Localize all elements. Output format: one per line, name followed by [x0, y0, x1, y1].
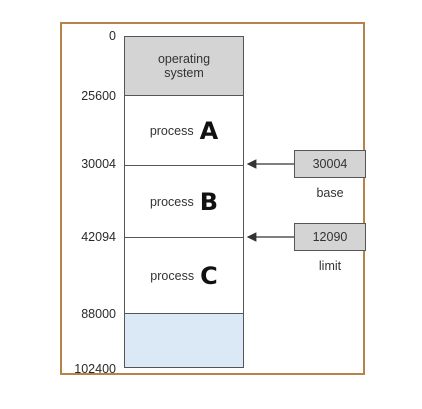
- limit-register-label: limit: [318, 259, 342, 273]
- os-label-line2: system: [164, 66, 204, 80]
- base-register-value: 30004: [312, 157, 348, 171]
- process-b-letter: B: [199, 187, 219, 216]
- process-a-label: process: [149, 123, 194, 138]
- os-label-line1: operating: [157, 52, 211, 66]
- process-c-letter: C: [200, 261, 218, 290]
- memory-column: operating system process A process B pro…: [124, 36, 244, 368]
- process-b-segment: process B: [125, 166, 243, 238]
- os-segment: operating system: [125, 37, 243, 96]
- address-label-88000: 88000: [81, 307, 116, 321]
- process-a-segment: process A: [125, 96, 243, 166]
- base-register-label: base: [316, 186, 344, 200]
- base-register-box: 30004: [294, 150, 366, 178]
- free-memory-segment: [125, 314, 243, 367]
- process-b-label: process: [149, 194, 194, 209]
- process-c-segment: process C: [125, 238, 243, 314]
- limit-register-box: 12090: [294, 223, 366, 251]
- address-label-102400: 102400: [74, 362, 116, 376]
- process-a-letter: A: [199, 116, 219, 145]
- limit-register-value: 12090: [312, 230, 348, 244]
- address-label-25600: 25600: [81, 89, 116, 103]
- address-label-30004: 30004: [81, 157, 116, 171]
- address-label-42094: 42094: [81, 230, 116, 244]
- address-label-0: 0: [109, 29, 116, 43]
- process-c-label: process: [150, 268, 195, 283]
